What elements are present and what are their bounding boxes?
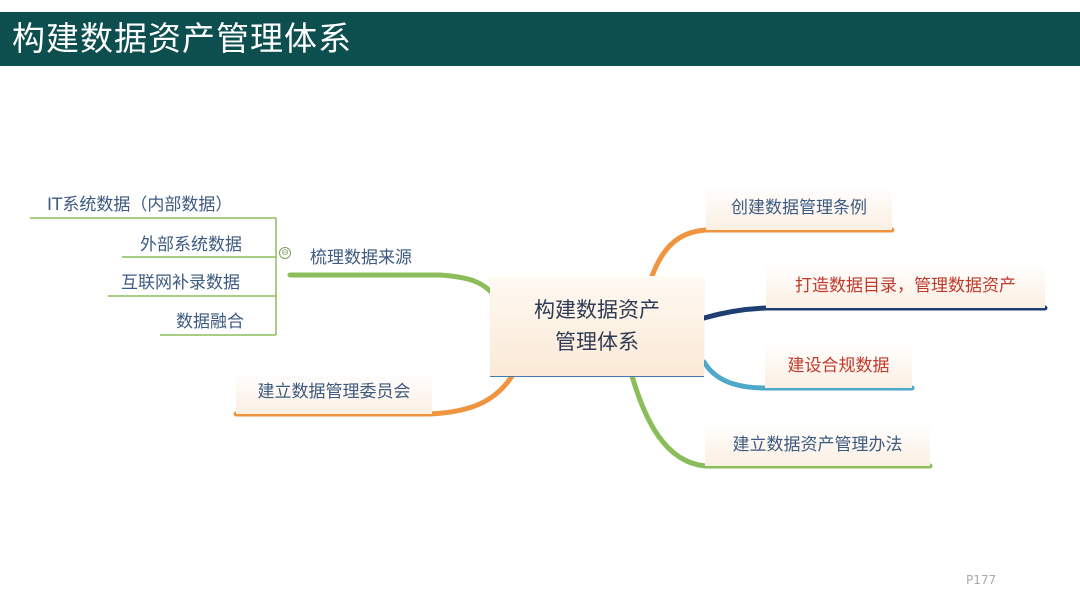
node-data-regulation: 创建数据管理条例 <box>706 186 892 230</box>
central-topic-line-2: 管理体系 <box>555 330 639 354</box>
node-external-system-data: 外部系统数据 <box>140 235 242 255</box>
node-data-catalog: 打造数据目录，管理数据资产 <box>766 264 1045 308</box>
node-data-committee: 建立数据管理委员会 <box>236 372 432 414</box>
node-data-fusion: 数据融合 <box>176 312 244 332</box>
node-asset-management-method-label: 建立数据资产管理办法 <box>732 435 903 455</box>
collapse-toggle-icon[interactable]: ⊖ <box>279 247 291 259</box>
node-data-source: 梳理数据来源 <box>310 248 412 268</box>
node-data-catalog-label: 打造数据目录，管理数据资产 <box>795 276 1016 296</box>
branch-method <box>629 373 933 469</box>
central-topic: 构建数据资产 管理体系 <box>490 276 704 376</box>
page-number: P177 <box>966 573 997 587</box>
node-internet-supplement-data: 互联网补录数据 <box>121 273 240 293</box>
branch-source <box>287 272 501 303</box>
branch-regulation <box>649 227 895 279</box>
node-it-system-data: IT系统数据（内部数据） <box>47 195 233 215</box>
branch-compliance <box>701 359 915 391</box>
central-topic-line-1: 构建数据资产 <box>534 298 660 322</box>
node-compliance-data: 建设合规数据 <box>765 344 912 388</box>
node-data-regulation-label: 创建数据管理条例 <box>731 198 867 218</box>
node-compliance-data-label: 建设合规数据 <box>787 356 890 376</box>
page-title: 构建数据资产管理体系 <box>12 19 352 58</box>
branch-catalog <box>701 305 1048 321</box>
node-asset-management-method: 建立数据资产管理办法 <box>705 424 930 466</box>
node-data-committee-label: 建立数据管理委员会 <box>257 382 411 402</box>
title-bar: 构建数据资产管理体系 <box>0 12 1080 66</box>
branch-committee <box>233 373 515 417</box>
